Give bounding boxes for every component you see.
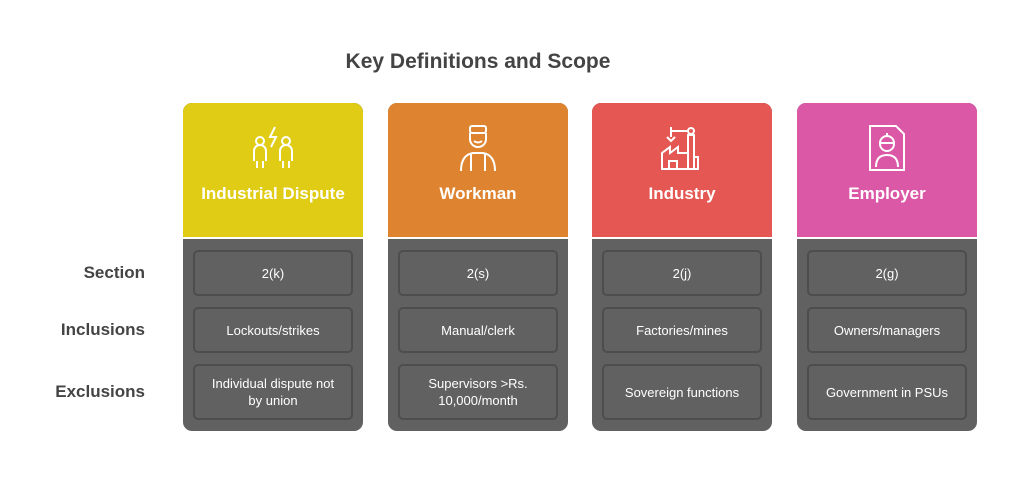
card-header: Industry xyxy=(592,103,772,239)
card-title: Industrial Dispute xyxy=(201,184,345,203)
inclusions-cell: Lockouts/strikes xyxy=(193,307,353,353)
section-cell: 2(k) xyxy=(193,250,353,296)
card-header: Workman xyxy=(388,103,568,239)
card-header: Industrial Dispute xyxy=(183,103,363,239)
exclusions-cell: Government in PSUs xyxy=(807,364,967,420)
card-title: Workman xyxy=(439,184,517,203)
section-cell: 2(s) xyxy=(398,250,558,296)
card-employer: Employer 2(g) Owners/managers Government… xyxy=(797,103,977,431)
card-industry: Industry 2(j) Factories/mines Sovereign … xyxy=(592,103,772,431)
card-title: Industry xyxy=(648,184,716,203)
card-industrial-dispute: Industrial Dispute 2(k) Lockouts/strikes… xyxy=(183,103,363,431)
page-title: Key Definitions and Scope xyxy=(345,50,611,73)
row-label-section: Section xyxy=(83,263,145,282)
exclusions-cell: Supervisors >Rs. 10,000/month xyxy=(398,364,558,420)
inclusions-cell: Owners/managers xyxy=(807,307,967,353)
section-cell: 2(g) xyxy=(807,250,967,296)
row-label-inclusions: Inclusions xyxy=(60,320,145,339)
row-label-exclusions: Exclusions xyxy=(55,382,145,401)
inclusions-cell: Manual/clerk xyxy=(398,307,558,353)
card-workman: Workman 2(s) Manual/clerk Supervisors >R… xyxy=(388,103,568,431)
factory-icon xyxy=(661,127,699,170)
exclusions-cell: Sovereign functions xyxy=(602,364,762,420)
inclusions-cell: Factories/mines xyxy=(602,307,762,353)
card-header: Employer xyxy=(797,103,977,239)
exclusions-cell: Individual dispute not by union xyxy=(193,364,353,420)
card-title: Employer xyxy=(848,184,926,203)
section-cell: 2(j) xyxy=(602,250,762,296)
worker-icon xyxy=(460,125,496,172)
employer-badge-icon xyxy=(869,125,905,171)
dispute-people-icon xyxy=(253,126,293,168)
